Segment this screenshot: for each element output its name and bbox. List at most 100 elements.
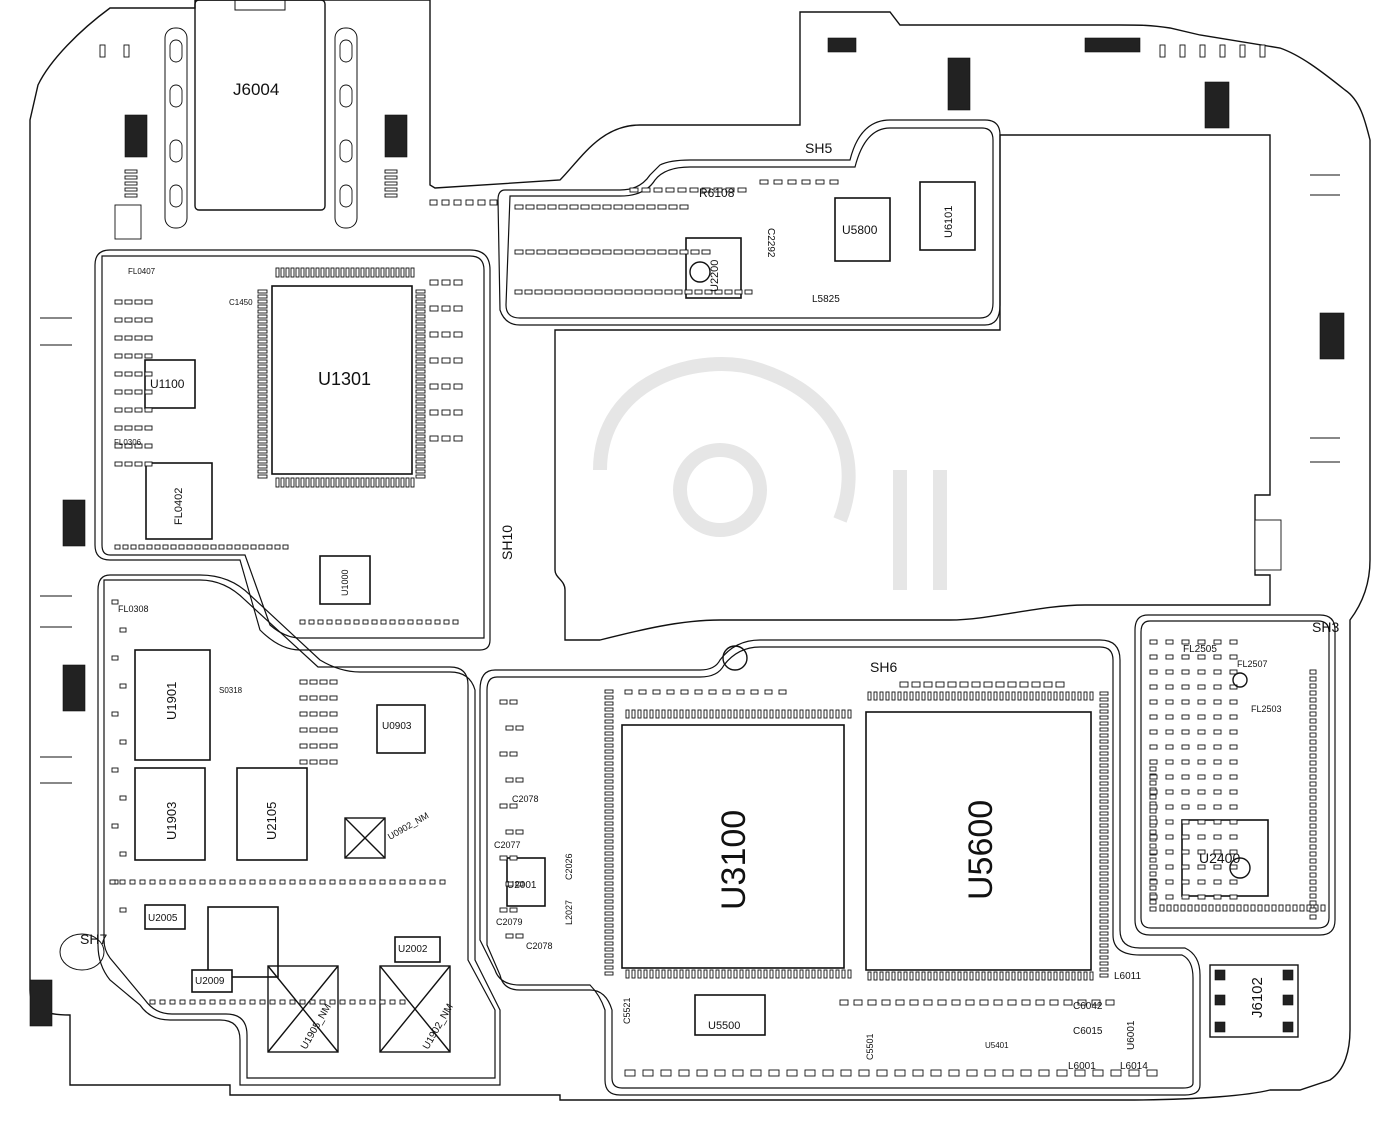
- label-fl2505: FL2505: [1183, 644, 1217, 655]
- smd-pad: [329, 679, 338, 685]
- smd-pad: [257, 309, 268, 314]
- smd-pad: [124, 389, 133, 395]
- smd-pad: [509, 803, 518, 809]
- smd-pad: [732, 1069, 744, 1077]
- smd-pad: [1077, 691, 1082, 701]
- smd-pad: [1181, 729, 1190, 735]
- label-u1000: U1000: [340, 569, 350, 596]
- smd-pad: [499, 699, 508, 705]
- smd-pad: [1299, 904, 1305, 912]
- smd-pad: [604, 713, 614, 718]
- smd-pad: [1264, 904, 1270, 912]
- smd-pad: [309, 679, 318, 685]
- smd-pad: [1229, 639, 1238, 645]
- smd-pad: [891, 691, 896, 701]
- smd-pad: [787, 179, 797, 185]
- smd-pad: [499, 855, 508, 861]
- smd-pad: [829, 179, 839, 185]
- smd-pad: [1021, 999, 1031, 1006]
- smd-pad: [162, 544, 169, 550]
- smd-pad: [823, 969, 828, 979]
- smd-pad: [604, 731, 614, 736]
- smd-pad: [111, 823, 119, 829]
- smd-pad: [1197, 759, 1206, 765]
- smd-pad: [257, 444, 268, 449]
- smd-pad: [359, 999, 366, 1005]
- smd-pad: [674, 289, 683, 295]
- smd-pad: [580, 204, 590, 210]
- smd-pad: [257, 369, 268, 374]
- smd-pad: [736, 689, 745, 695]
- smd-pad: [144, 371, 153, 377]
- smd-pad: [680, 689, 689, 695]
- smd-pad: [604, 767, 614, 772]
- smd-pad: [415, 449, 426, 454]
- smd-pad: [768, 1069, 780, 1077]
- smd-pad: [1089, 971, 1094, 981]
- smd-pad: [750, 689, 759, 695]
- smd-pad: [415, 294, 426, 299]
- smd-pad: [257, 319, 268, 324]
- smd-pad: [1165, 834, 1174, 840]
- smd-pad: [409, 879, 416, 885]
- smd-pad: [1187, 904, 1193, 912]
- smd-pad: [340, 267, 345, 278]
- smd-pad: [1099, 805, 1109, 810]
- smd-pad: [290, 477, 295, 488]
- smd-pad: [1229, 759, 1238, 765]
- smd-pad: [350, 267, 355, 278]
- smd-pad: [604, 809, 614, 814]
- smd-pad: [1259, 44, 1266, 58]
- smd-pad: [811, 709, 816, 719]
- smd-pad: [505, 777, 514, 783]
- smd-pad: [505, 725, 514, 731]
- smd-pad: [1229, 714, 1238, 720]
- smd-pad: [715, 709, 720, 719]
- label-u3100: U3100: [715, 810, 753, 910]
- smd-pad: [1309, 711, 1317, 717]
- smd-pad: [1041, 971, 1046, 981]
- smd-pad: [439, 879, 446, 885]
- smd-pad: [673, 969, 678, 979]
- smd-pad: [1099, 775, 1109, 780]
- smd-pad: [443, 619, 450, 625]
- smd-pad: [415, 329, 426, 334]
- smd-pad: [1029, 971, 1034, 981]
- smd-pad: [415, 454, 426, 459]
- smd-pad: [1099, 895, 1109, 900]
- smd-pad: [400, 477, 405, 488]
- smd-pad: [257, 474, 268, 479]
- smd-pad: [1309, 802, 1317, 808]
- smd-pad: [119, 851, 127, 857]
- smd-pad: [114, 544, 121, 550]
- smd-pad: [299, 695, 308, 701]
- smd-pad: [369, 999, 376, 1005]
- label-r6108: R6108: [699, 186, 735, 200]
- smd-pad: [714, 1069, 726, 1077]
- smd-pad: [604, 821, 614, 826]
- smd-pad: [847, 969, 852, 979]
- smd-pad: [1213, 639, 1222, 645]
- smd-pad: [355, 477, 360, 488]
- smd-pad: [1165, 894, 1174, 900]
- smd-pad: [1089, 691, 1094, 701]
- label-c2026: C2026: [564, 853, 574, 880]
- smd-pad: [365, 267, 370, 278]
- smd-pad: [951, 999, 961, 1006]
- smd-pad: [415, 464, 426, 469]
- smd-pad: [853, 999, 863, 1006]
- smd-pad: [1181, 849, 1190, 855]
- smd-pad: [477, 199, 486, 206]
- smd-pad: [441, 279, 451, 286]
- smd-pad: [873, 971, 878, 981]
- smd-pad: [144, 389, 153, 395]
- smd-pad: [119, 907, 127, 913]
- smd-pad: [580, 249, 590, 255]
- smd-pad: [257, 409, 268, 414]
- smd-pad: [1309, 676, 1317, 682]
- smd-pad: [604, 833, 614, 838]
- smd-pad: [114, 317, 123, 323]
- smd-pad: [122, 544, 129, 550]
- smd-pad: [114, 425, 123, 431]
- smd-pad: [1197, 639, 1206, 645]
